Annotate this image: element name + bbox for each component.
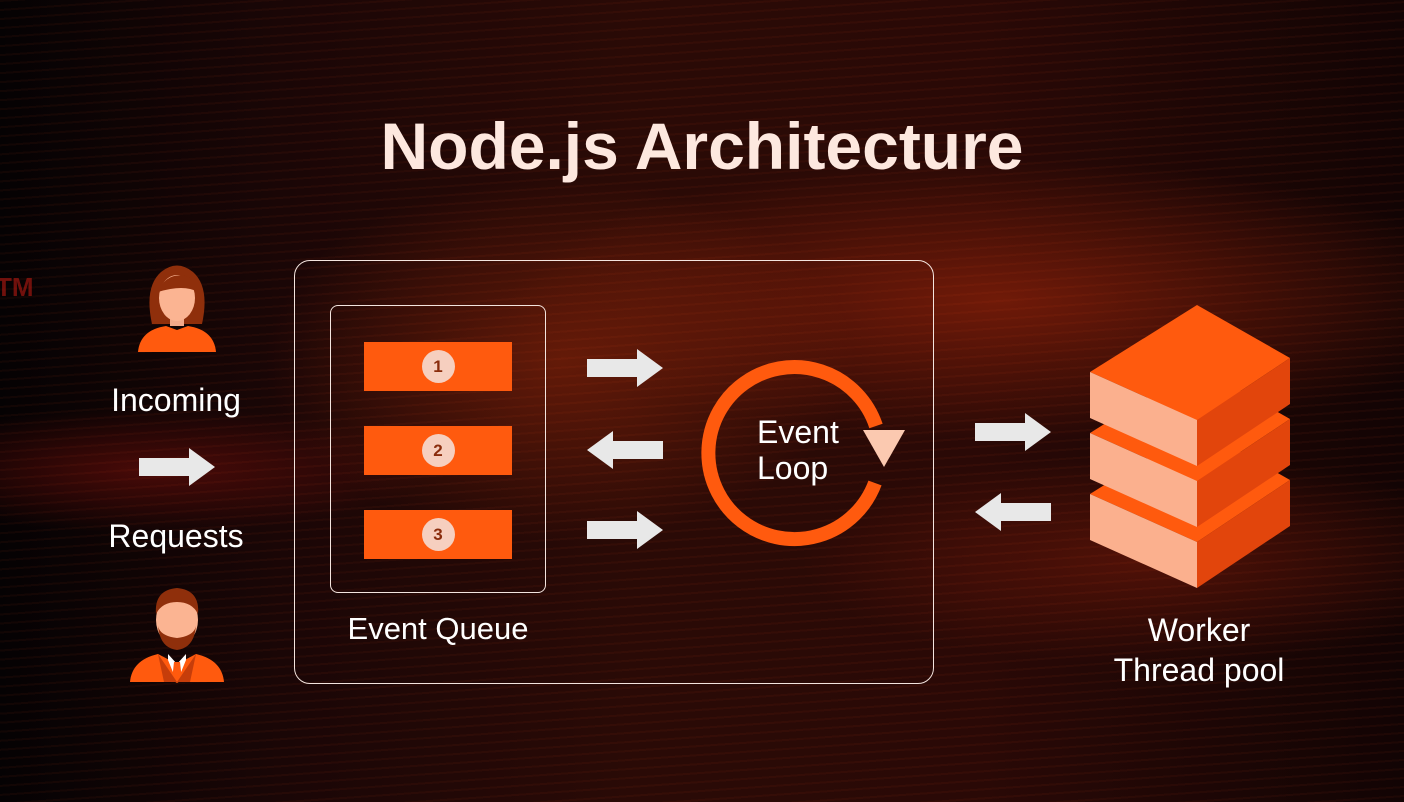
event-queue-label: Event Queue	[347, 611, 529, 646]
worker-thread-stack-icon	[1090, 305, 1290, 588]
queue-item-number: 3	[421, 518, 455, 551]
event-loop-cycle-icon	[701, 360, 905, 547]
event-loop-label: Event Loop	[757, 414, 839, 486]
woman-user-icon	[138, 265, 216, 352]
page-title: Node.js Architecture	[380, 109, 1024, 183]
node-runtime-container	[294, 260, 934, 684]
queue-item: 2	[364, 426, 512, 475]
arrow-right-icon	[587, 511, 663, 549]
worker-pool-label: Worker Thread pool	[1079, 610, 1319, 690]
queue-item: 1	[364, 342, 512, 391]
arrow-left-icon	[587, 431, 663, 469]
arrow-left-icon	[975, 493, 1051, 531]
event-loop-line1: Event	[757, 414, 839, 450]
arrow-right-icon	[587, 349, 663, 387]
incoming-label: Incoming	[111, 382, 241, 418]
arrow-right-icon	[139, 448, 215, 486]
queue-item-number: 1	[421, 350, 455, 383]
queue-item-number: 2	[421, 434, 455, 467]
worker-pool-line2: Thread pool	[1113, 652, 1285, 688]
requests-label: Requests	[108, 518, 244, 554]
background-watermark: TM	[0, 272, 34, 302]
man-user-icon	[130, 588, 224, 683]
event-queue-container	[330, 305, 546, 593]
arrow-right-icon	[975, 413, 1051, 451]
event-loop-line2: Loop	[757, 450, 829, 486]
queue-item: 3	[364, 510, 512, 559]
worker-pool-line1: Worker	[1147, 612, 1251, 648]
